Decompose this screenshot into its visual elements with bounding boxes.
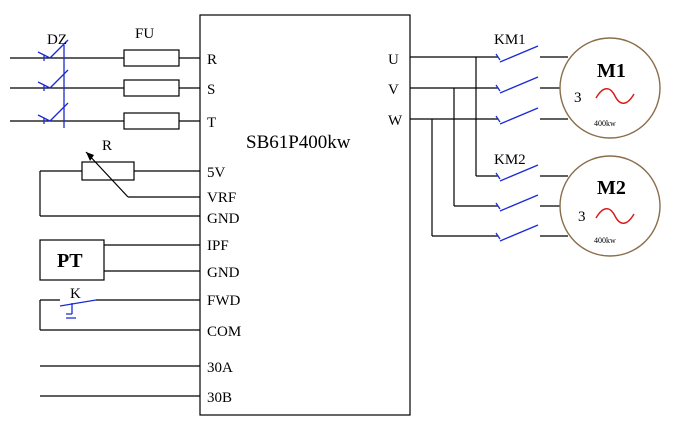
motor-m2-phase: 3: [578, 209, 586, 225]
potentiometer-r: [39, 151, 200, 217]
motor-m1-phase: 3: [574, 90, 582, 106]
motor-m2: [559, 155, 661, 257]
motor-m2-name: M2: [597, 177, 626, 199]
km1-label: KM1: [494, 32, 526, 48]
fuses-fu: [123, 49, 180, 130]
terminal-w: W: [388, 113, 403, 129]
terminal-ipf: IPF: [207, 238, 229, 254]
contactor-km2: [495, 164, 568, 242]
motor-m1: [559, 37, 661, 139]
terminal-5v: 5V: [207, 165, 226, 181]
terminal-v: V: [388, 82, 399, 98]
terminal-t: T: [207, 115, 216, 131]
motor-m2-power: 400kw: [594, 236, 616, 245]
pt-sensor: [39, 239, 200, 281]
terminal-com: COM: [207, 324, 241, 340]
terminal-30a: 30A: [207, 360, 233, 376]
terminal-gnd-1: GND: [207, 211, 240, 227]
relay-output-lines: [40, 365, 200, 397]
motor-m1-name: M1: [597, 60, 626, 82]
inverter-box: [199, 14, 411, 416]
terminal-r: R: [207, 52, 217, 68]
switch-k: [39, 299, 200, 331]
terminal-gnd-2: GND: [207, 265, 240, 281]
breaker-label: DZ: [47, 32, 67, 48]
terminal-30b: 30B: [207, 390, 232, 406]
fuse-label: FU: [135, 26, 154, 42]
contactor-km1: [495, 45, 568, 125]
resistor-label: R: [102, 138, 112, 154]
switch-label: K: [70, 286, 81, 302]
terminal-s: S: [207, 82, 215, 98]
output-wiring: [410, 56, 498, 237]
terminal-u: U: [388, 52, 399, 68]
terminal-fwd: FWD: [207, 293, 241, 309]
motor-m1-power: 400kw: [594, 119, 616, 128]
terminal-vrf: VRF: [207, 190, 236, 206]
pt-label: PT: [57, 250, 83, 272]
breaker-dz: [37, 39, 69, 128]
km2-label: KM2: [494, 152, 526, 168]
inverter-model-label: SB61P400kw: [246, 132, 351, 153]
